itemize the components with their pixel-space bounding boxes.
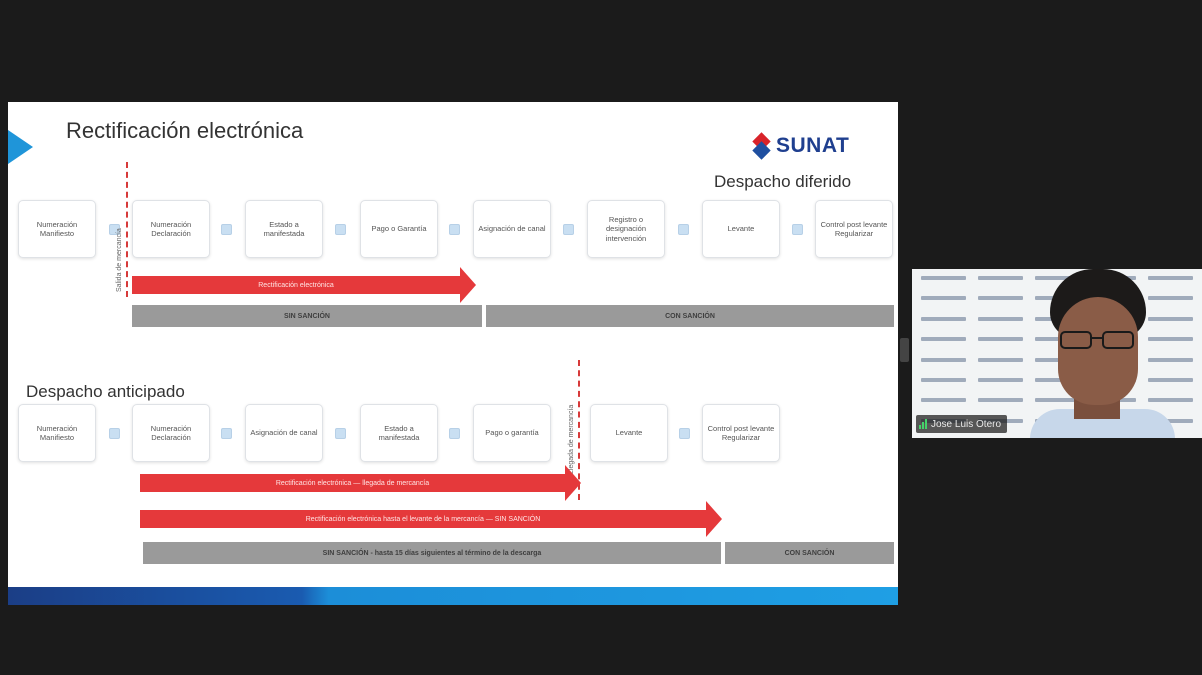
slide-tab-marker <box>8 130 33 164</box>
sin-sancion-label: SIN SANCIÓN <box>284 312 330 320</box>
con-sancion-label: CON SANCIÓN <box>665 312 715 320</box>
rectification-arrow-2-label: Rectificación electrónica hasta el levan… <box>305 515 541 523</box>
connector-icon <box>221 224 232 235</box>
rectification-arrow: Rectificación electrónica <box>132 267 476 303</box>
rectification-arrow-1-label: Rectificación electrónica — llegada de m… <box>275 479 430 487</box>
connector-icon <box>109 224 120 235</box>
step-box: Asignación de canal <box>245 404 323 462</box>
step-box: Numeración Declaración <box>132 200 210 258</box>
llegada-marker-label: Llegada de mercancía <box>568 404 575 474</box>
salida-marker-line <box>126 162 128 297</box>
step-box: Asignación de canal <box>473 200 551 258</box>
shared-slide: Rectificación electrónica SUNAT Despacho… <box>8 102 898 605</box>
step-box: Pago o Garantía <box>360 200 438 258</box>
participant-name: Jose Luis Otero <box>931 418 1002 430</box>
con-sancion-bar-anticipado: CON SANCIÓN <box>725 542 894 564</box>
rectification-arrow-label: Rectificación electrónica <box>258 281 334 289</box>
step-box: Levante <box>702 200 780 258</box>
step-box: Levante <box>590 404 668 462</box>
connector-icon <box>335 224 346 235</box>
section-heading-diferido: Despacho diferido <box>714 172 852 191</box>
step-box: Numeración Declaración <box>132 404 210 462</box>
sin-sancion-bar: SIN SANCIÓN <box>132 305 482 327</box>
section-heading-anticipado: Despacho anticipado <box>26 382 185 401</box>
rectification-arrow-1: Rectificación electrónica — llegada de m… <box>140 465 581 501</box>
connector-icon <box>792 224 803 235</box>
rectification-arrow-2: Rectificación electrónica hasta el levan… <box>140 501 722 537</box>
connector-icon <box>563 224 574 235</box>
step-box: Control post levante Regularizar <box>702 404 780 462</box>
connector-icon <box>449 224 460 235</box>
step-box: Control post levante Regularizar <box>815 200 893 258</box>
sin-sancion-bar-anticipado: SIN SANCIÓN - hasta 15 días siguientes a… <box>143 542 721 564</box>
step-box: Estado a manifestada <box>360 404 438 462</box>
connector-icon <box>335 428 346 439</box>
connector-icon <box>221 428 232 439</box>
step-box: Registro o designación intervención <box>587 200 665 258</box>
slide-title: Rectificación electrónica <box>66 118 304 143</box>
participant-name-tag: Jose Luis Otero <box>916 415 1008 433</box>
signal-bars-icon <box>919 419 927 429</box>
participant-video-tile[interactable]: Jose Luis Otero <box>912 269 1202 438</box>
connector-icon <box>109 428 120 439</box>
step-box: Numeración Manifiesto <box>18 200 96 258</box>
step-box: Pago o garantía <box>473 404 551 462</box>
salida-marker-label: Salida de mercancía <box>116 228 123 292</box>
sunat-logo-text: SUNAT <box>776 134 850 157</box>
connector-icon <box>678 224 689 235</box>
slide-footer-stripe <box>8 587 898 605</box>
step-box: Estado a manifestada <box>245 200 323 258</box>
sunat-logo: SUNAT <box>750 132 850 160</box>
panel-resize-handle[interactable] <box>900 338 909 362</box>
connector-icon <box>449 428 460 439</box>
sunat-logo-mark <box>750 132 772 160</box>
sin-sancion-label-anticipado: SIN SANCIÓN - hasta 15 días siguientes a… <box>322 549 542 557</box>
con-sancion-bar: CON SANCIÓN <box>486 305 894 327</box>
step-box: Numeración Manifiesto <box>18 404 96 462</box>
llegada-marker-line <box>578 360 580 500</box>
connector-icon <box>679 428 690 439</box>
participant-person <box>1030 269 1175 438</box>
con-sancion-label-anticipado: CON SANCIÓN <box>784 549 835 557</box>
